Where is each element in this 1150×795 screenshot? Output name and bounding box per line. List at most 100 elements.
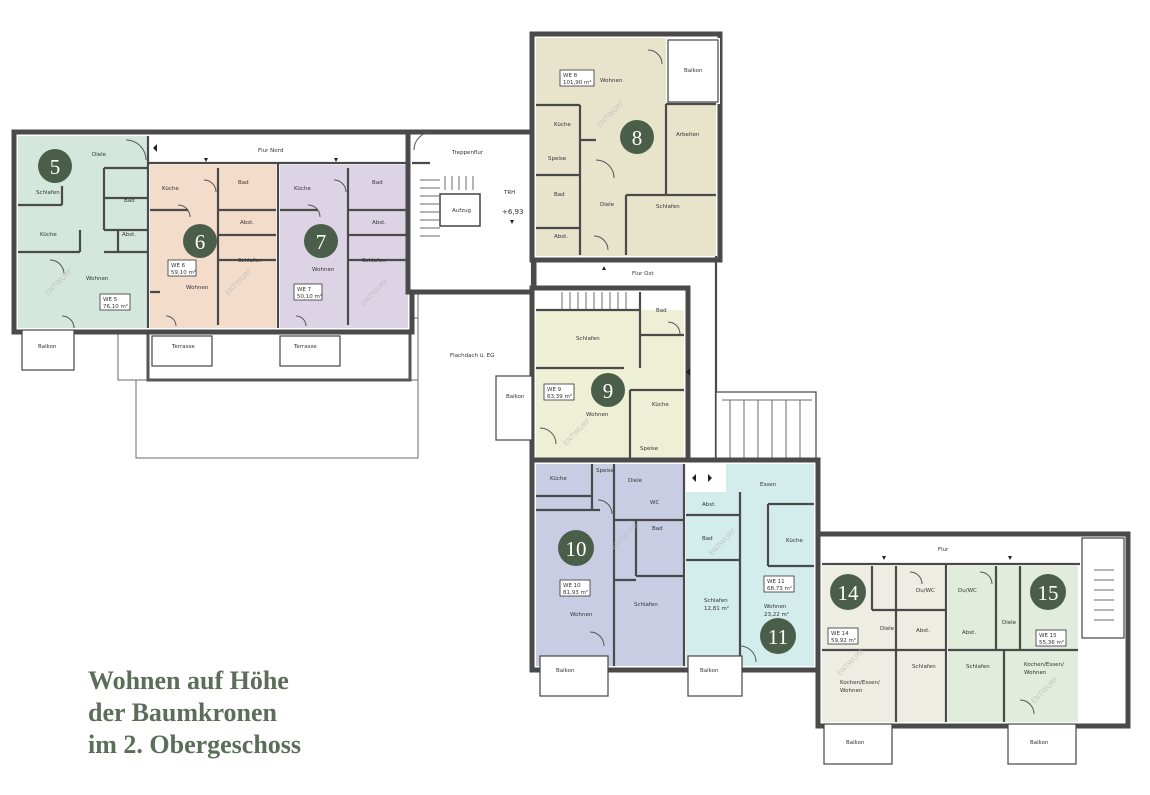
room-speise: Speise <box>596 468 615 474</box>
room-balkon: Balkon <box>38 344 57 350</box>
unit-9 <box>495 285 817 467</box>
svg-text:9: 9 <box>603 379 614 403</box>
floor-heading: Wohnen auf Höhe der Baumkronen im 2. Obe… <box>88 665 301 761</box>
label-treppenflur: Treppenflur <box>451 150 484 156</box>
unit-area: 101,90 m² <box>563 79 592 86</box>
room-schlafen: Schlafen <box>966 664 990 670</box>
unit-area: 59,92 m² <box>831 637 856 644</box>
unit-number: WE 11 <box>767 579 785 585</box>
room-diele: Diele <box>628 478 643 484</box>
room-wohnen: Wohnen <box>186 285 209 291</box>
unit-area: 59,10 m² <box>171 269 196 276</box>
unit-area: 50,10 m² <box>297 293 322 300</box>
label-flachdach: Flachdach ü. EG <box>450 353 494 359</box>
unit-area: 68,73 m² <box>767 585 792 592</box>
room-wohnen: Wohnen <box>312 267 335 273</box>
room-abst: Abst. <box>702 502 716 508</box>
room-diele: Diele <box>880 626 895 632</box>
unit-badge-8: 8 <box>620 120 654 154</box>
room-diele: Diele <box>92 152 107 158</box>
room-wohnen: Wohnen <box>1024 670 1047 676</box>
room-speise: Speise <box>640 446 659 452</box>
svg-text:15: 15 <box>1038 581 1059 605</box>
label-flur: Flur <box>938 547 949 553</box>
room-kueche: Küche <box>554 122 571 128</box>
unit-9-labels: Schlafen Bad WE 9 63,39 m² Wohnen Küche … <box>506 308 669 452</box>
room-kueche: Küche <box>652 402 669 408</box>
room-du-wc: Du/WC <box>958 588 977 594</box>
room-wohnen: Wohnen <box>570 612 593 618</box>
heading-line-1: Wohnen auf Höhe <box>88 666 289 695</box>
unit-10-labels: Küche Speise Diele WC Bad WE 10 81,93 m²… <box>550 468 663 674</box>
label-aufzug: Aufzug <box>452 208 471 214</box>
room-kochen: Kochen/Essen/ <box>1024 662 1064 668</box>
unit-number: WE 8 <box>563 73 578 79</box>
room-wohnen: Wohnen <box>586 412 609 418</box>
svg-text:5: 5 <box>50 155 61 179</box>
room-schlafen: Schlafen <box>36 190 60 196</box>
unit-area: 55,36 m² <box>1039 639 1064 646</box>
room-schlafen: Schlafen <box>704 598 728 604</box>
unit-number: WE 14 <box>831 631 849 637</box>
label-level: +6,93 <box>502 208 523 216</box>
unit-badge-7: 7 <box>304 224 338 258</box>
room-bad: Bad <box>554 192 565 198</box>
room-bad: Bad <box>238 180 249 186</box>
room-wohnen: Wohnen <box>764 604 787 610</box>
flur-nord <box>150 137 408 163</box>
svg-text:7: 7 <box>316 230 327 254</box>
unit-14-labels: Du/WC Diele Abst. WE 14 59,92 m² Kochen/… <box>827 588 936 746</box>
unit-badge-6: 6 <box>183 224 217 258</box>
room-abst: Abst. <box>962 630 976 636</box>
unit-7-area <box>280 165 408 328</box>
room-wohnen-area: 23,22 m² <box>764 611 789 618</box>
unit-number: WE 6 <box>171 263 186 269</box>
room-kueche: Küche <box>162 186 179 192</box>
room-schlafen-area: 12,81 m² <box>704 605 729 612</box>
unit-15-labels: Du/WC Abst. Diele WE 15 55,36 m² Schlafe… <box>958 588 1067 746</box>
room-balkon: Balkon <box>684 68 703 74</box>
room-balkon: Balkon <box>506 394 525 400</box>
room-kueche: Küche <box>786 538 803 544</box>
unit-number: WE 5 <box>103 297 118 303</box>
room-bad: Bad <box>372 180 383 186</box>
room-kochen: Kochen/Essen/ <box>840 680 880 686</box>
room-kueche: Küche <box>294 186 311 192</box>
unit-number: WE 7 <box>297 287 312 293</box>
room-balkon: Balkon <box>700 668 719 674</box>
svg-text:8: 8 <box>632 126 643 150</box>
label-flur-nord: Flur Nord <box>258 148 283 154</box>
room-balkon: Balkon <box>556 668 575 674</box>
room-kueche: Küche <box>40 232 57 238</box>
unit-11-labels: Essen Abst. Bad Küche WE 11 68,73 m² Sch… <box>700 482 803 674</box>
room-bad: Bad <box>656 308 667 314</box>
unit-8-labels: WE 8 101,90 m² Wohnen Küche Speise Arbei… <box>548 68 703 240</box>
unit-number: WE 15 <box>1039 633 1057 639</box>
room-abst: Abst. <box>372 220 386 226</box>
unit-number: WE 10 <box>563 583 581 589</box>
unit-8 <box>529 31 723 270</box>
svg-text:11: 11 <box>768 625 788 649</box>
unit-badge-5: 5 <box>38 149 72 183</box>
svg-text:14: 14 <box>838 581 860 605</box>
unit-badge-14: 14 <box>830 574 866 610</box>
room-speise: Speise <box>548 156 567 162</box>
room-schlafen: Schlafen <box>634 602 658 608</box>
room-arbeiten: Arbeiten <box>676 132 700 138</box>
unit-11 <box>682 464 814 697</box>
room-schlafen: Schlafen <box>362 258 386 264</box>
elevator <box>439 193 481 227</box>
room-wc: WC <box>650 500 659 506</box>
room-balkon: Balkon <box>846 740 865 746</box>
unit-badges: 5 6 7 8 9 10 11 14 15 <box>38 120 1066 654</box>
heading-line-2: der Baumkronen <box>88 698 278 727</box>
label-flur-ost: Flur Ost <box>632 271 654 277</box>
room-diele: Diele <box>600 202 615 208</box>
unit-badge-11: 11 <box>760 618 796 654</box>
corridor-labels: Flur Nord Treppenflur Flur Ost Flur Aufz… <box>258 148 949 553</box>
label-trh: TRH <box>503 190 515 196</box>
svg-text:6: 6 <box>195 230 206 254</box>
room-abst: Abst. <box>122 232 136 238</box>
heading-line-3: im 2. Obergeschoss <box>88 730 302 759</box>
